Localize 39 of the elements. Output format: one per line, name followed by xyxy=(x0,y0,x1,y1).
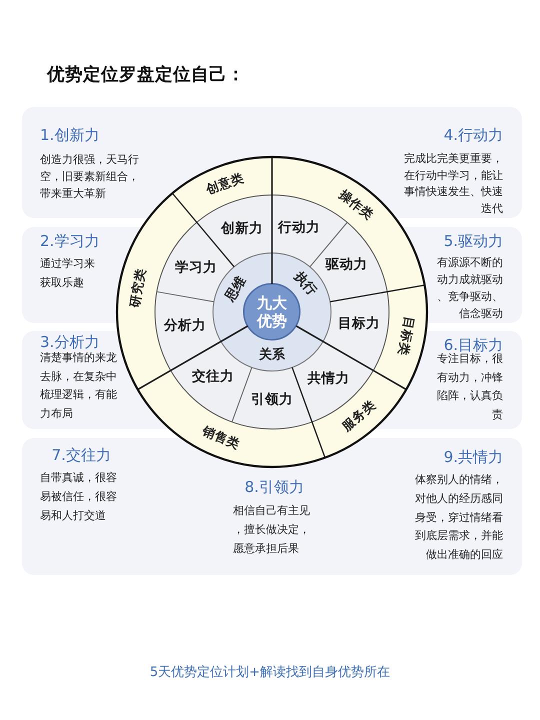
strength-description: 相信自己有主见，擅长做决定，愿意承担后果 xyxy=(233,503,311,557)
category-label: 研究类 xyxy=(128,268,148,309)
strength-description: 清楚事情的来龙去脉，在复杂中梳理逻辑，有能力布局 xyxy=(40,350,118,422)
strength-heading: 5.驱动力 xyxy=(444,231,503,251)
strength-label: 引领力 xyxy=(250,393,293,407)
group-label: 执行 xyxy=(292,270,318,298)
footer-note: 5天优势定位计划+解读找到自身优势所在 xyxy=(148,664,392,682)
strength-description: 通过学习来获取乐趣 xyxy=(40,256,96,291)
category-label: 创意类 xyxy=(205,172,246,197)
strength-description: 创造力很强，天马行空，旧要素新组合，带来重大革新 xyxy=(40,152,140,202)
category-label: 销售类 xyxy=(200,425,242,452)
category-label: 操作类 xyxy=(336,188,375,222)
group-label: 思维 xyxy=(223,274,248,304)
category-label: 服务类 xyxy=(340,398,378,434)
strength-label: 分析力 xyxy=(164,319,206,332)
strength-description: 体察别人的情绪，对他人的经历感同身受，穿过情绪看到底层需求，并能做出准确的回应 xyxy=(414,472,503,563)
strength-heading: 2.学习力 xyxy=(40,231,100,251)
strength-label: 驱动力 xyxy=(326,258,368,272)
strength-heading: 4.行动力 xyxy=(444,125,503,145)
strength-description: 有源源不断的动力成就驱动、竞争驱动、信念驱动 xyxy=(436,255,503,322)
strength-label: 创新力 xyxy=(220,222,263,236)
center-label: 九大优势 xyxy=(256,294,288,330)
strength-heading: 9.共情力 xyxy=(444,447,503,467)
group-label: 关系 xyxy=(258,348,285,362)
strength-heading: 1.创新力 xyxy=(40,125,100,145)
strength-heading: 3.分析力 xyxy=(40,332,100,352)
strength-heading: 8.引领力 xyxy=(244,477,305,497)
strength-label: 行动力 xyxy=(278,222,320,236)
strength-label: 学习力 xyxy=(174,261,217,275)
strength-label: 目标力 xyxy=(338,317,380,331)
strength-heading: 6.目标力 xyxy=(444,335,503,354)
category-label: 目标类 xyxy=(396,315,416,356)
strength-label: 共情力 xyxy=(308,372,350,386)
strength-heading: 7.交往力 xyxy=(50,445,112,465)
strength-label: 交往力 xyxy=(192,370,234,384)
strength-description: 自带真诚，很容易被信任，很容易和人打交道 xyxy=(40,470,118,524)
strength-description: 专注目标，很有动力，冲锋陷阵，认真负责 xyxy=(436,352,503,422)
strength-description: 完成比完美更重要，在行动中学习，能让事情快速发生、快速迭代 xyxy=(403,151,503,216)
title: 优势定位罗盘定位自己： xyxy=(47,64,245,87)
